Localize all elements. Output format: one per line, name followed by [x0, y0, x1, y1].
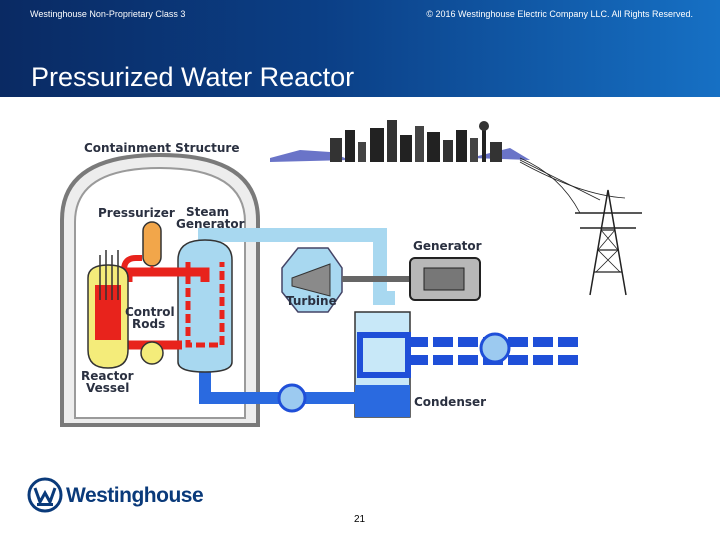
- pressurizer: [142, 221, 162, 275]
- header-banner: Westinghouse Non-Proprietary Class 3 © 2…: [0, 0, 720, 97]
- label-containment: Containment Structure: [84, 141, 239, 155]
- copyright-text: © 2016 Westinghouse Electric Company LLC…: [426, 9, 693, 19]
- label-reactor-vessel-1: Reactor: [81, 369, 134, 383]
- page-number: 21: [354, 514, 366, 525]
- westinghouse-logo-text: Westinghouse: [66, 484, 204, 507]
- condenser: [354, 311, 411, 418]
- label-turbine: Turbine: [286, 294, 337, 308]
- label-generator: Generator: [413, 239, 482, 253]
- label-control-rods-1: Control: [125, 305, 175, 319]
- pwr-diagram: Containment Structure Pressurizer Steam …: [60, 120, 642, 427]
- classification-text: Westinghouse Non-Proprietary Class 3: [30, 9, 186, 19]
- label-steam-generator-2: Generator: [176, 217, 245, 231]
- label-pressurizer: Pressurizer: [98, 206, 175, 220]
- turbine: [281, 247, 422, 313]
- generator: [409, 257, 481, 301]
- label-reactor-vessel-2: Vessel: [86, 381, 129, 395]
- label-control-rods-2: Rods: [132, 317, 165, 331]
- city-skyline: [270, 120, 530, 162]
- label-condenser: Condenser: [414, 395, 486, 409]
- slide-title: Pressurized Water Reactor: [31, 62, 355, 92]
- steam-generator: [177, 239, 233, 373]
- transmission-tower: [519, 157, 642, 296]
- reactor-vessel: [87, 250, 164, 369]
- westinghouse-logo-icon: [27, 477, 63, 513]
- label-steam-generator-1: Steam: [186, 205, 229, 219]
- steam-line: [198, 228, 395, 305]
